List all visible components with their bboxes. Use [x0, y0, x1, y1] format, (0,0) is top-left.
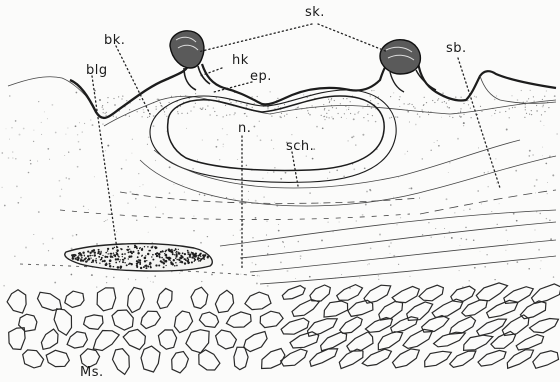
- label-blg: blg: [86, 63, 108, 78]
- muscle-cell: [310, 349, 338, 367]
- muscle-cell: [379, 301, 403, 320]
- muscle-cell: [234, 347, 248, 370]
- muscle-cell: [391, 317, 418, 333]
- muscle-cell: [215, 290, 233, 312]
- muscle-cell: [191, 287, 208, 308]
- muscle-cell: [46, 350, 69, 366]
- muscle-cell: [516, 335, 543, 351]
- muscle-cell: [260, 311, 283, 327]
- muscle-cell: [9, 328, 25, 350]
- muscle-cell: [339, 349, 363, 369]
- label-sch: sch.: [286, 139, 314, 154]
- muscle-cell: [281, 318, 309, 334]
- muscle-cell: [84, 315, 103, 330]
- muscle-cell: [244, 332, 268, 352]
- muscle-cell: [533, 351, 559, 369]
- label-ep: ep.: [250, 69, 272, 84]
- muscle-cell: [282, 286, 305, 300]
- tissue-layer-lines: [20, 190, 556, 284]
- muscle-cell: [199, 350, 220, 370]
- muscle-cell: [65, 291, 84, 307]
- sense-knob-right: [380, 40, 436, 92]
- leader-sch: [292, 152, 298, 186]
- muscle-cell: [158, 330, 176, 349]
- leader-blg: [92, 76, 118, 256]
- label-ms: Ms.: [80, 365, 104, 380]
- muscle-cell: [507, 350, 533, 369]
- muscle-cell: [464, 335, 493, 350]
- muscle-cell: [292, 300, 319, 317]
- muscle-cell: [281, 349, 308, 366]
- muscle-cell: [157, 288, 172, 308]
- muscle-cell: [450, 317, 476, 335]
- sense-knob-left: [170, 31, 210, 90]
- muscle-cell: [362, 349, 391, 366]
- muscle-cell: [112, 310, 133, 330]
- label-sk: sk.: [305, 5, 325, 20]
- muscle-cell: [7, 290, 26, 313]
- muscle-cell: [520, 301, 546, 319]
- muscle-cell: [530, 319, 559, 333]
- muscle-cells: [7, 283, 560, 375]
- muscle-cell: [337, 285, 363, 301]
- muscle-cell: [310, 285, 330, 301]
- muscle-cell: [97, 288, 116, 311]
- muscle-cell: [425, 351, 452, 367]
- muscle-cell: [347, 332, 373, 351]
- muscle-cell: [67, 332, 87, 348]
- muscle-cell: [54, 309, 71, 335]
- muscle-cell: [392, 286, 419, 302]
- muscle-cell: [262, 349, 285, 369]
- muscle-cell: [93, 331, 119, 351]
- label-hk: hk: [232, 53, 249, 68]
- muscle-cell: [141, 311, 161, 328]
- muscle-cell: [324, 301, 348, 317]
- muscle-cell: [308, 319, 338, 337]
- muscle-cell: [23, 350, 44, 368]
- muscle-cell: [141, 346, 160, 372]
- muscle-cell: [321, 332, 347, 351]
- muscle-cell: [199, 312, 218, 327]
- muscle-cell: [462, 300, 488, 316]
- muscle-cell: [450, 351, 476, 367]
- muscle-cell: [123, 329, 145, 349]
- muscle-cell: [174, 311, 192, 333]
- leader-sk-left: [198, 24, 312, 52]
- muscle-cell: [41, 329, 58, 349]
- label-bk: bk.: [104, 33, 125, 48]
- muscle-cell: [113, 349, 130, 375]
- leader-bk: [116, 46, 150, 114]
- muscle-cell: [378, 332, 402, 350]
- shell: [140, 90, 556, 206]
- muscle-cell: [38, 292, 62, 310]
- muscle-cell: [19, 314, 37, 331]
- muscle-cell: [419, 285, 443, 301]
- muscle-cell: [532, 284, 560, 304]
- muscle-cell: [365, 318, 392, 333]
- label-sb: sb.: [446, 41, 467, 56]
- muscle-cell: [340, 317, 363, 334]
- muscle-cell: [476, 283, 507, 301]
- muscle-cell: [478, 350, 506, 366]
- muscle-cell: [216, 330, 237, 349]
- muscle-cell: [172, 352, 189, 373]
- muscle-cell: [128, 287, 145, 312]
- muscle-cell: [477, 319, 507, 336]
- leader-sk-right: [318, 24, 388, 52]
- muscle-cell: [434, 332, 466, 347]
- label-n: n.: [238, 121, 251, 136]
- muscle-cell: [226, 312, 251, 327]
- muscle-cell: [245, 292, 271, 310]
- muscle-cell: [393, 349, 420, 368]
